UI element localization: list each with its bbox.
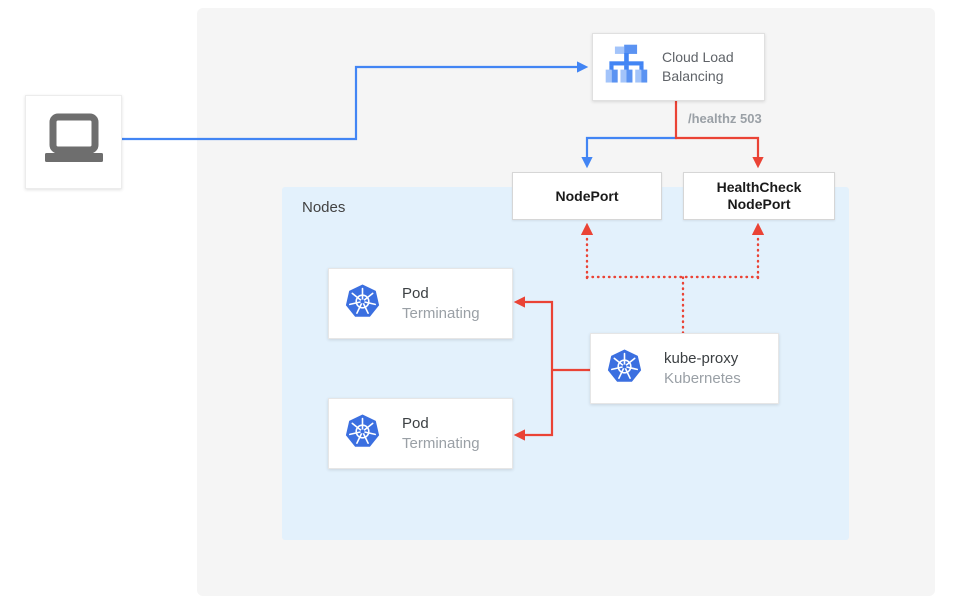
pod-title: Pod	[402, 415, 429, 432]
kubernetes-icon	[344, 413, 381, 455]
pod-title: Pod	[402, 285, 429, 302]
nodeport-node: NodePort	[512, 172, 662, 220]
healthz-status-label: /healthz 503	[688, 111, 762, 126]
pod-status: Terminating	[402, 305, 480, 322]
pod-node-2: Pod Terminating	[328, 398, 513, 469]
pod-node-1: Pod Terminating	[328, 268, 513, 339]
kubernetes-icon	[344, 283, 381, 325]
healthcheck-nodeport-node: HealthCheck NodePort	[683, 172, 835, 220]
kube-proxy-subtitle: Kubernetes	[664, 370, 741, 387]
laptop-icon	[42, 112, 106, 173]
pod-status: Terminating	[402, 435, 480, 452]
kubernetes-icon	[606, 348, 643, 390]
client-node	[25, 95, 122, 189]
nodes-group-label: Nodes	[302, 199, 346, 216]
cloud-load-balancing-label: Cloud Load Balancing	[662, 49, 734, 84]
kube-proxy-node: kube-proxy Kubernetes	[590, 333, 779, 404]
kube-proxy-title: kube-proxy	[664, 350, 739, 367]
cloud-load-balancing-icon	[602, 41, 650, 94]
cloud-load-balancing-node: Cloud Load Balancing	[592, 33, 765, 101]
nodeport-label: NodePort	[555, 187, 619, 204]
healthcheck-nodeport-label: HealthCheck NodePort	[716, 179, 802, 212]
